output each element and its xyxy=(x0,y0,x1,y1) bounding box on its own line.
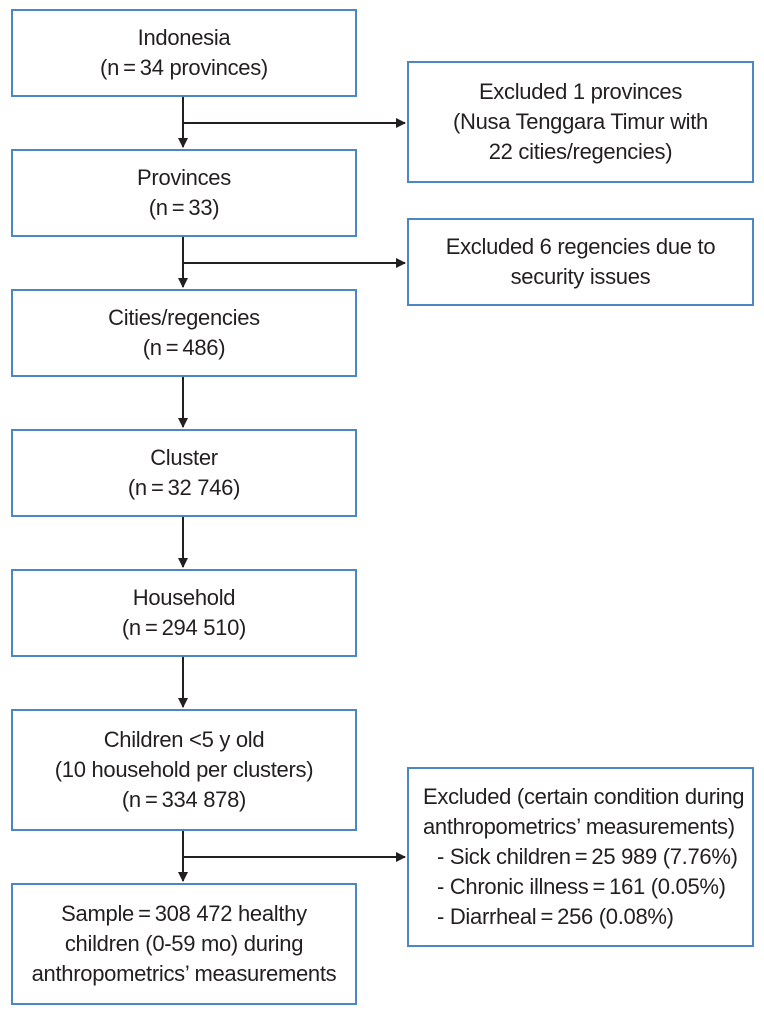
excluded-sick-children: - Sick children = 25 989 (7.76%) xyxy=(437,844,738,869)
box-household: Household (n = 294 510) xyxy=(11,569,357,657)
box-cities-regencies: Cities/regencies (n = 486) xyxy=(11,289,357,377)
box-sample-line-3: anthropometrics’ measurements xyxy=(31,961,337,986)
box-provinces-title: Provinces xyxy=(137,165,231,190)
box-indonesia-count: (n = 34 provinces) xyxy=(100,55,268,80)
box-children-title: Children <5 y old xyxy=(103,727,265,752)
box-cities-count: (n = 486) xyxy=(142,335,226,360)
excluded-diarrheal: - Diarrheal = 256 (0.08%) xyxy=(437,904,674,929)
excluded-chronic-illness: - Chronic illness = 161 (0.05%) xyxy=(437,874,726,899)
box-household-title: Household xyxy=(132,585,236,610)
box-cities-title: Cities/regencies xyxy=(108,305,260,330)
box-sample-line-2: children (0-59 mo) during xyxy=(64,931,304,956)
excluded-conditions-heading-2: anthropometrics’ measurements) xyxy=(423,814,735,839)
excluded-provinces-line-3: 22 cities/regencies) xyxy=(488,139,673,164)
box-household-count: (n = 294 510) xyxy=(121,615,247,640)
box-excluded-conditions: Excluded (certain condition during anthr… xyxy=(407,767,754,947)
excluded-regencies-line-2: security issues xyxy=(510,264,651,289)
excluded-conditions-heading-1: Excluded (certain condition during xyxy=(423,784,745,809)
box-children-note: (10 household per clusters) xyxy=(54,757,314,782)
box-indonesia: Indonesia (n = 34 provinces) xyxy=(11,9,357,97)
box-cluster-title: Cluster xyxy=(150,445,218,470)
box-provinces: Provinces (n = 33) xyxy=(11,149,357,237)
box-cluster: Cluster (n = 32 746) xyxy=(11,429,357,517)
box-sample-line-1: Sample = 308 472 healthy xyxy=(61,901,307,926)
box-provinces-count: (n = 33) xyxy=(148,195,220,220)
excluded-provinces-line-2: (Nusa Tenggara Timur with xyxy=(453,109,708,134)
box-excluded-provinces: Excluded 1 provinces (Nusa Tenggara Timu… xyxy=(407,61,754,183)
box-sample: Sample = 308 472 healthy children (0-59 … xyxy=(11,883,357,1005)
excluded-provinces-line-1: Excluded 1 provinces xyxy=(478,79,683,104)
box-indonesia-title: Indonesia xyxy=(137,25,231,50)
box-cluster-count: (n = 32 746) xyxy=(127,475,241,500)
excluded-regencies-line-1: Excluded 6 regencies due to xyxy=(445,234,716,259)
box-children: Children <5 y old (10 household per clus… xyxy=(11,709,357,831)
box-excluded-regencies: Excluded 6 regencies due to security iss… xyxy=(407,218,754,306)
box-children-count: (n = 334 878) xyxy=(121,787,247,812)
